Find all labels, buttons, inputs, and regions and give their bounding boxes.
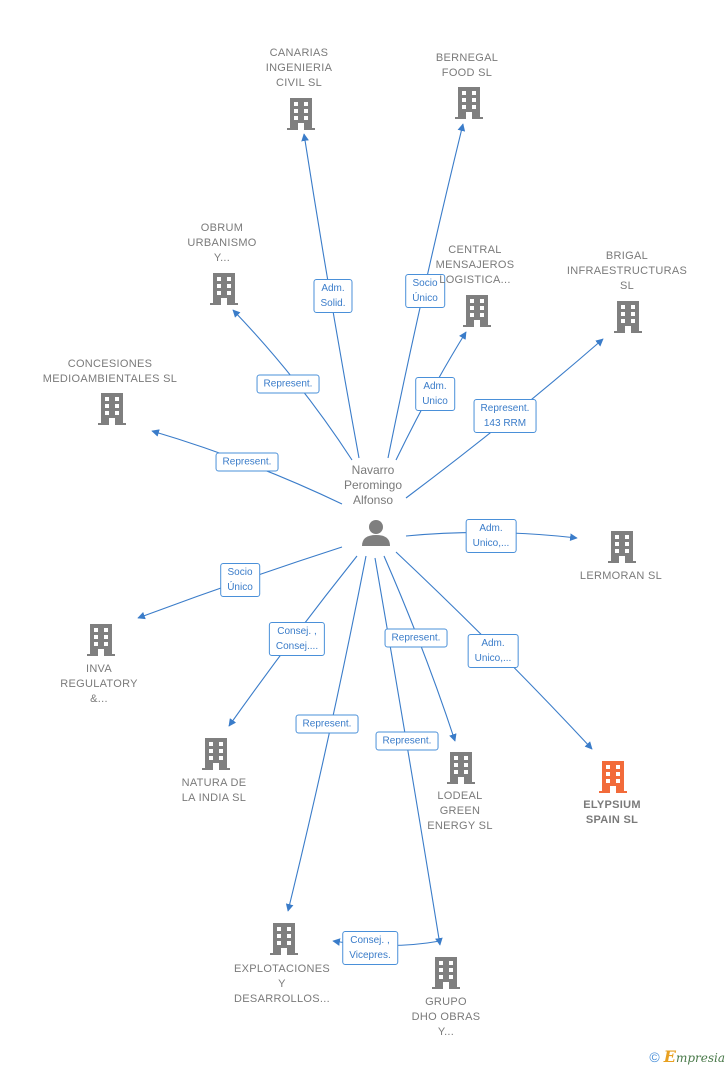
relation-label[interactable]: Represent. [215,452,279,472]
company-label-inva[interactable]: INVA REGULATORY &... [60,663,138,705]
relation-label[interactable]: Consej. , Vicepres. [342,931,398,965]
relation-label[interactable]: Consej. , Consej.... [268,622,326,656]
relation-label[interactable]: Adm. Unico,... [465,519,517,553]
copyright-icon: © [649,1049,660,1065]
person-icon[interactable] [362,520,390,546]
building-icon[interactable] [614,301,642,333]
edge-lodeal [383,555,457,742]
person-name[interactable]: Navarro Peromingo Alfonso [343,463,403,507]
company-label-natura[interactable]: NATURA DE LA INDIA SL [181,777,247,804]
relation-label[interactable]: Represent. 143 RRM [473,399,537,433]
footer-brand: ©Empresia [649,1047,725,1066]
relation-label[interactable]: Represent. [384,628,448,648]
relation-label[interactable]: Adm. Unico [415,377,455,411]
relation-label[interactable]: Represent. [295,714,359,734]
relation-label[interactable]: Adm. Unico,... [467,634,519,668]
building-icon[interactable] [98,393,126,425]
company-label-central[interactable]: CENTRAL MENSAJEROS LOGISTICA... [435,244,515,286]
relation-label[interactable]: Adm. Solid. [313,279,353,313]
icons-layer [87,87,642,989]
company-label-elypsium[interactable]: ELYPSIUM SPAIN SL [583,799,641,826]
company-label-grupo[interactable]: GRUPO DHO OBRAS Y... [411,996,481,1038]
building-icon[interactable] [599,761,627,793]
relation-label[interactable]: Socio Único [220,563,260,597]
edge-grupo [374,557,443,946]
company-label-brigal[interactable]: BRIGAL INFRAESTRUCTURAS SL [566,250,688,292]
building-icon[interactable] [87,624,115,656]
building-icon[interactable] [287,98,315,130]
company-label-canarias[interactable]: CANARIAS INGENIERIA CIVIL SL [265,47,333,89]
company-label-explotaciones[interactable]: EXPLOTACIONES Y DESARROLLOS... [234,963,330,1005]
building-icon[interactable] [270,923,298,955]
edge-explotaciones [285,555,367,912]
company-label-concesiones[interactable]: CONCESIONES MEDIOAMBIENTALES SL [42,358,178,385]
company-label-bernegal[interactable]: BERNEGAL FOOD SL [435,52,499,79]
building-icon[interactable] [463,295,491,327]
company-label-obrum[interactable]: OBRUM URBANISMO Y... [187,222,257,264]
company-label-lermoran[interactable]: LERMORAN SL [579,570,663,582]
relation-label[interactable]: Represent. [256,374,320,394]
building-icon[interactable] [202,738,230,770]
relation-label[interactable]: Represent. [375,731,439,751]
building-icon[interactable] [447,752,475,784]
building-icon[interactable] [210,273,238,305]
brand-logo: Empresia [663,1047,725,1066]
company-label-lodeal[interactable]: LODEAL GREEN ENERGY SL [427,790,493,832]
relation-label[interactable]: Socio Único [405,274,445,308]
building-icon[interactable] [455,87,483,119]
building-icon[interactable] [608,531,636,563]
building-icon[interactable] [432,957,460,989]
